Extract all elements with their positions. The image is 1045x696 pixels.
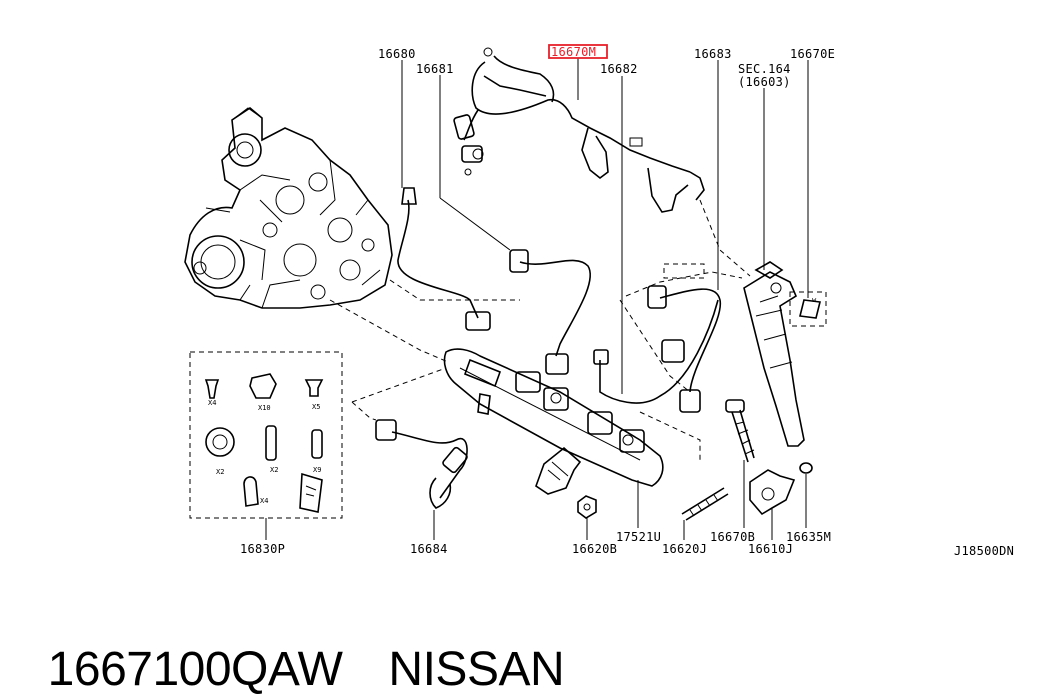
repair-kit (189, 351, 343, 519)
leader-lines (265, 58, 809, 540)
section-ref-line1: SEC.164 (738, 62, 791, 76)
kit-qty-6: X9 (313, 466, 321, 474)
kit-qty-1: X4 (208, 399, 216, 407)
common-rail (443, 348, 729, 521)
part-caption: 1667100QAW NISSAN (22, 598, 565, 696)
bolt (725, 399, 755, 463)
svg-text:w: w (812, 296, 817, 304)
callout-16610j: 16610J (748, 542, 793, 556)
callout-16620b: 16620B (572, 542, 617, 556)
kit-qty-3: X5 (312, 403, 320, 411)
brand-name: NISSAN (388, 643, 565, 696)
callout-16670e: 16670E (790, 47, 835, 61)
kit-qty-5: X2 (270, 466, 278, 474)
kit-qty-4: X2 (216, 468, 224, 476)
callout-16635m: 16635M (786, 530, 831, 544)
injector-clamp (749, 469, 796, 516)
kit-qty-7: X4 (260, 497, 268, 505)
callout-16681: 16681 (416, 62, 454, 76)
parts-diagram: w X4 X10 X5 X2 X2 X9 X4 (184, 44, 1014, 558)
fuel-injector: w (743, 261, 827, 474)
callout-16670m: 16670M (551, 45, 596, 59)
callout-16682: 16682 (600, 62, 638, 76)
callout-16684: 16684 (410, 542, 448, 556)
high-pressure-pump (184, 107, 393, 309)
part-number: 1667100QAW (47, 643, 343, 696)
kit-qty-2: X10 (258, 404, 271, 412)
callout-17521u: 17521U (616, 530, 661, 544)
injection-tubes (375, 187, 722, 509)
injector-harness (453, 47, 705, 213)
callout-16830p: 16830P (240, 542, 285, 556)
highlight-box (548, 44, 608, 59)
callout-16680: 16680 (378, 47, 416, 61)
section-ref-line2: (16603) (738, 75, 791, 89)
callout-16670b: 16670B (710, 530, 755, 544)
drawing-code: J18500DN (954, 544, 1014, 558)
callout-16683: 16683 (694, 47, 732, 61)
callout-16620j: 16620J (662, 542, 707, 556)
